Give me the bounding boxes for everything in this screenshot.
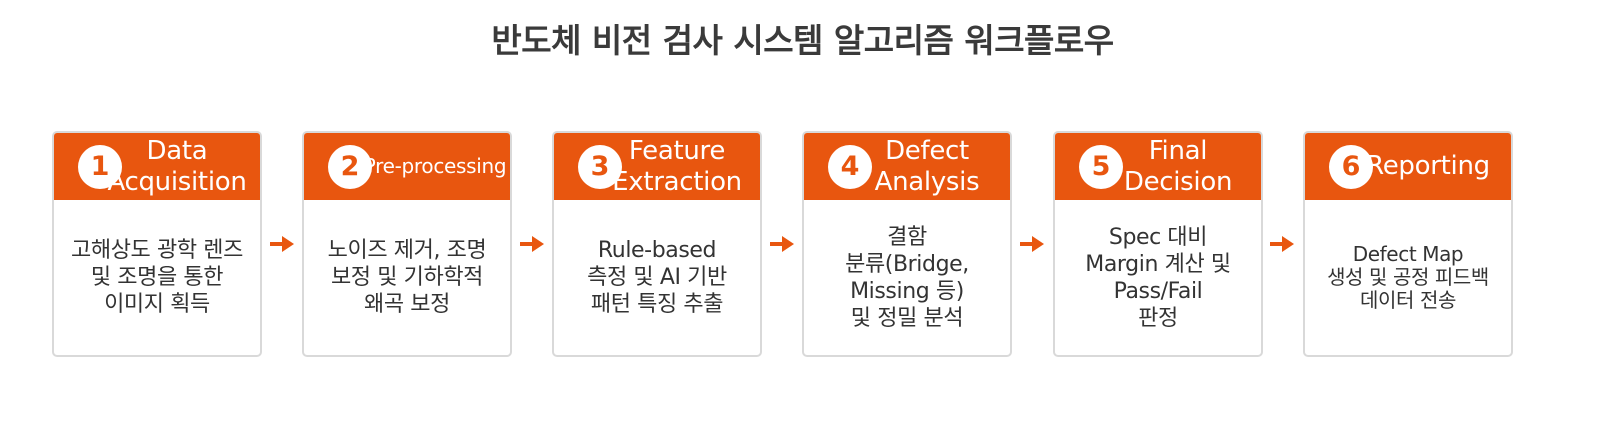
step-header: 1 Data Acquisition xyxy=(54,133,260,200)
step-title: Pre-processing xyxy=(363,154,507,178)
step-card-reporting: 6 Reporting Defect Map 생성 및 공정 피드백 데이터 전… xyxy=(1303,131,1513,357)
step-description: 노이즈 제거, 조명 보정 및 기하학적 왜곡 보정 xyxy=(327,238,487,317)
step-title: Defect Analysis xyxy=(874,135,980,197)
step-card-feature-extraction: 3 Feature Extraction Rule-based 측정 및 AI … xyxy=(552,131,762,357)
step-number-badge: 2 xyxy=(328,145,372,189)
step-number-badge: 1 xyxy=(78,145,122,189)
step-title: Reporting xyxy=(1366,151,1490,181)
step-title: Final Decision xyxy=(1123,135,1233,197)
step-title: Data Acquisition xyxy=(107,135,247,197)
step-number-badge: 6 xyxy=(1329,145,1373,189)
arrow-right-icon xyxy=(270,236,294,252)
step-header: 2 Pre-processing xyxy=(304,133,510,200)
step-description: Defect Map 생성 및 공정 피드백 데이터 전송 xyxy=(1327,242,1489,312)
step-description: 고해상도 광학 렌즈 및 조명을 통한 이미지 획득 xyxy=(71,238,243,317)
step-header: 3 Feature Extraction xyxy=(554,133,760,200)
step-card-data-acquisition: 1 Data Acquisition 고해상도 광학 렌즈 및 조명을 통한 이… xyxy=(52,131,262,357)
step-number-badge: 3 xyxy=(578,145,622,189)
step-description: Spec 대비 Margin 계산 및 Pass/Fail 판정 xyxy=(1085,224,1231,331)
step-title: Feature Extraction xyxy=(612,135,742,197)
step-description: 결함 분류(Bridge, Missing 등) 및 정밀 분석 xyxy=(845,224,969,331)
arrow-right-icon xyxy=(1270,236,1294,252)
step-header: 5 Final Decision xyxy=(1055,133,1261,200)
arrow-right-icon xyxy=(1020,236,1044,252)
step-card-pre-processing: 2 Pre-processing 노이즈 제거, 조명 보정 및 기하학적 왜곡… xyxy=(302,131,512,357)
step-number-badge: 4 xyxy=(828,145,872,189)
step-header: 6 Reporting xyxy=(1305,133,1511,200)
diagram-title: 반도체 비전 검사 시스템 알고리즘 워크플로우 xyxy=(491,21,1114,60)
arrow-right-icon xyxy=(770,236,794,252)
step-card-final-decision: 5 Final Decision Spec 대비 Margin 계산 및 Pas… xyxy=(1053,131,1263,357)
step-number-badge: 5 xyxy=(1079,145,1123,189)
step-header: 4 Defect Analysis xyxy=(804,133,1010,200)
step-description: Rule-based 측정 및 AI 기반 패턴 특징 추출 xyxy=(587,238,727,317)
step-card-defect-analysis: 4 Defect Analysis 결함 분류(Bridge, Missing … xyxy=(802,131,1012,357)
arrow-right-icon xyxy=(520,236,544,252)
